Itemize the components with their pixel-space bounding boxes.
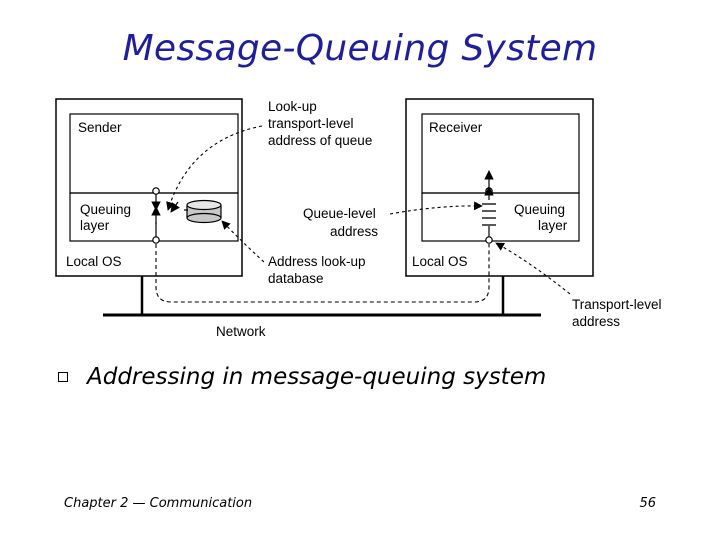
message-path	[155, 244, 490, 303]
queue-level-label-1: Queue-level	[303, 206, 376, 221]
receiver-queuing-box	[421, 192, 580, 242]
sender-os-label: Local OS	[66, 254, 122, 269]
sender-queuing-label-2: layer	[80, 218, 110, 233]
bullet-text: Addressing in message-queuing system	[87, 364, 547, 390]
address-database-icon	[186, 199, 222, 224]
footer-chapter: Chapter 2 — Communication	[64, 496, 253, 511]
page-number: 56	[639, 496, 656, 511]
receiver-machine: Receiver Queuing layer Local OS	[405, 98, 594, 277]
receiver-queuing-label-2: layer	[538, 218, 568, 233]
sender-label: Sender	[78, 120, 122, 135]
network-label: Network	[216, 324, 266, 339]
queue-level-label-2: address	[330, 224, 378, 239]
lookup-label-3: address of queue	[268, 133, 372, 148]
db-label-1: Address look-up	[268, 254, 366, 269]
sender-outer-box	[55, 98, 243, 277]
sender-interface-point	[152, 187, 160, 195]
transport-level-label-1: Transport-level	[572, 297, 662, 312]
receiver-queuing-label: Queuing	[514, 202, 565, 217]
db-arrow	[221, 220, 265, 263]
network: Network	[103, 276, 541, 339]
db-label-2: database	[268, 271, 324, 286]
bullet-marker	[58, 372, 68, 382]
lookup-label-2: transport-level	[268, 116, 354, 131]
lookup-arrow	[166, 125, 263, 211]
receiver-os-interface-point	[485, 236, 493, 244]
sender-queuing-label: Queuing	[80, 202, 131, 217]
queue-level-arrow	[389, 201, 483, 215]
transport-level-arrow	[495, 242, 571, 295]
sender-lookup-arrow	[170, 201, 180, 213]
sender-os-interface-point	[152, 236, 160, 244]
queue-icon	[482, 203, 496, 226]
lookup-label-1: Look-up	[268, 99, 317, 114]
receiver-os-label: Local OS	[412, 254, 468, 269]
slide-title: Message-Queuing System	[122, 28, 598, 69]
transport-level-label-2: address	[572, 314, 620, 329]
receiver-outer-box	[405, 98, 594, 277]
sender-machine: Sender Queuing layer Local OS	[55, 98, 243, 277]
receiver-label: Receiver	[429, 120, 483, 135]
